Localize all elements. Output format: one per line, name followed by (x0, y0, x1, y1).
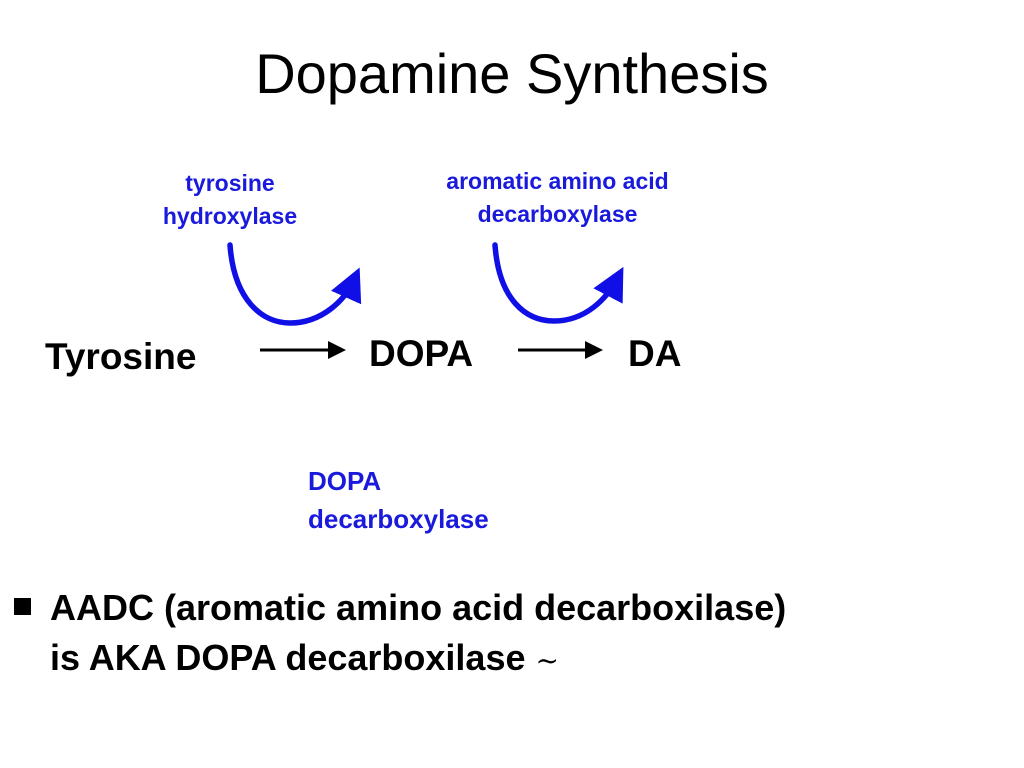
enzyme-label-line: decarboxylase (477, 201, 638, 227)
curved-arrow-enzyme-1 (227, 242, 362, 326)
bullet-line: AADC (aromatic amino acid decarboxilase) (50, 587, 787, 628)
tilde-symbol: ~ (535, 644, 559, 677)
curved-arrow-enzyme-2 (492, 242, 624, 324)
enzyme-label-aromatic-amino-acid-decarboxylase: aromatic amino acid decarboxylase (400, 165, 715, 231)
enzyme-label-dopa-decarboxylase: DOPA decarboxylase (308, 462, 489, 538)
compound-da: DA (628, 333, 682, 374)
bullet-line-text: is AKA DOPA decarboxilase (50, 637, 526, 678)
slide-title: Dopamine Synthesis (255, 42, 769, 105)
compound-tyrosine: Tyrosine (45, 336, 197, 377)
enzyme-label-line: aromatic amino acid (446, 168, 669, 194)
enzyme-label-line: tyrosine (185, 170, 275, 196)
bullet-square-icon (14, 598, 31, 615)
enzyme-label-tyrosine-hydroxylase: tyrosine hydroxylase (130, 167, 330, 233)
bullet-text: AADC (aromatic amino acid decarboxilase)… (50, 583, 786, 686)
enzyme-label-line: hydroxylase (162, 203, 298, 229)
bullet-line: is AKA DOPA decarboxilase ~ (50, 633, 786, 686)
compound-dopa: DOPA (369, 333, 474, 374)
enzyme-label-line: decarboxylase (308, 504, 489, 534)
enzyme-label-line: DOPA (308, 466, 382, 496)
